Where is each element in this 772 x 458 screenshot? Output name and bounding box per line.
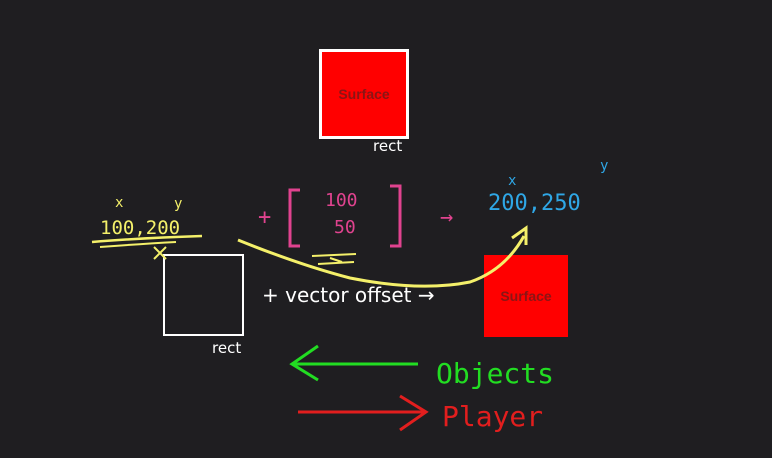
end-coordinate-value: 200,250 [488,191,581,216]
player-label: Player [442,400,543,433]
start-x-axis-letter: x [115,195,123,211]
start-y-axis-letter: y [174,196,182,212]
movement-curve-arrow [237,235,526,288]
end-y-axis-letter: y [600,158,608,174]
vector-plus-sign: + [258,205,271,230]
movement-arrowhead [511,225,528,245]
vector-y-component: 50 [334,217,356,238]
player-arrowhead [399,394,429,432]
objects-label: Objects [436,357,554,390]
objects-arrowhead [289,344,319,382]
start-underline-2 [99,241,177,248]
result-arrow: → [440,205,453,230]
destination-surface-box: Surface [484,255,568,337]
end-x-axis-letter: x [508,173,516,189]
top-rect-caption: rect [373,137,403,155]
vector-left-bracket [288,188,300,248]
vector-right-bracket [390,184,402,248]
vector-x-component: 100 [325,190,358,211]
start-corner-mark [153,246,167,260]
top-surface-box: Surface [319,49,409,139]
source-rect-caption: rect [212,339,242,357]
source-rect-outline [163,254,244,336]
start-underline-1 [91,234,203,244]
start-coordinate-value: 100,200 [100,217,180,239]
top-surface-label: Surface [338,86,390,102]
destination-surface-label: Surface [500,288,552,304]
vector-underline-mark [311,253,357,265]
